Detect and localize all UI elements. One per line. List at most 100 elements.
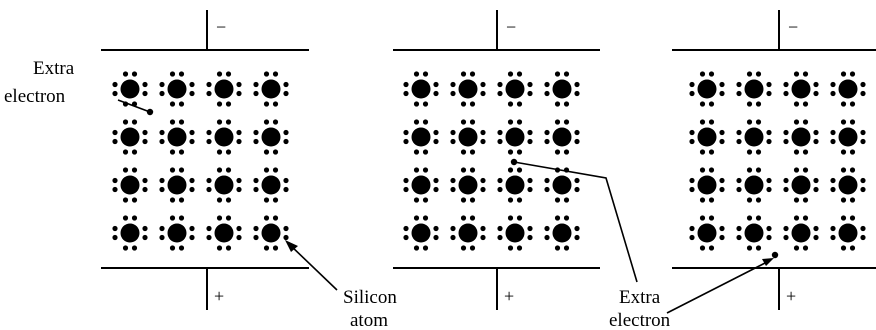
valence-electron: [226, 245, 231, 250]
silicon-atom: [215, 224, 234, 243]
valence-electron: [423, 119, 428, 124]
silicon-atom: [412, 80, 431, 99]
valence-electron: [142, 130, 147, 135]
valence-electron: [756, 215, 761, 220]
valence-electron: [461, 149, 466, 154]
valence-electron: [497, 91, 502, 96]
valence-electron: [461, 245, 466, 250]
valence-electron: [830, 235, 835, 240]
valence-electron: [470, 101, 475, 106]
valence-electron: [766, 130, 771, 135]
valence-electron: [170, 245, 175, 250]
valence-electron: [112, 91, 117, 96]
valence-electron: [264, 197, 269, 202]
valence-electron: [508, 167, 513, 172]
silicon-atom: [506, 128, 525, 147]
valence-electron: [283, 235, 288, 240]
valence-electron: [719, 226, 724, 231]
valence-electron: [423, 215, 428, 220]
valence-electron: [283, 187, 288, 192]
valence-electron: [747, 245, 752, 250]
valence-electron: [850, 215, 855, 220]
silicon-atom: [215, 128, 234, 147]
valence-electron: [206, 130, 211, 135]
valence-electron: [132, 167, 137, 172]
valence-electron: [527, 178, 532, 183]
valence-electron: [564, 245, 569, 250]
valence-electron: [236, 187, 241, 192]
silicon-atom: [459, 80, 478, 99]
valence-electron: [841, 245, 846, 250]
silicon-atom: [168, 128, 187, 147]
valence-electron: [736, 187, 741, 192]
valence-electron: [555, 71, 560, 76]
valence-electron: [470, 167, 475, 172]
valence-electron: [264, 101, 269, 106]
extra-electron-label-left: Extra electron: [4, 58, 79, 107]
valence-electron: [736, 130, 741, 135]
valence-electron: [112, 139, 117, 144]
valence-electron: [423, 167, 428, 172]
valence-electron: [841, 215, 846, 220]
valence-electron: [226, 119, 231, 124]
valence-electron: [217, 119, 222, 124]
silicon-atom: [553, 176, 572, 195]
silicon-atom: [745, 224, 764, 243]
valence-electron: [850, 197, 855, 202]
silicon-atom: [839, 176, 858, 195]
valence-electron: [461, 71, 466, 76]
valence-electron: [794, 245, 799, 250]
valence-electron: [527, 226, 532, 231]
valence-electron: [480, 139, 485, 144]
valence-electron: [517, 101, 522, 106]
valence-electron: [736, 178, 741, 183]
silicon-atom: [121, 128, 140, 147]
valence-electron: [766, 82, 771, 87]
valence-electron: [709, 197, 714, 202]
valence-electron: [273, 101, 278, 106]
valence-electron: [736, 139, 741, 144]
valence-electron: [803, 245, 808, 250]
valence-electron: [544, 235, 549, 240]
valence-electron: [283, 178, 288, 183]
valence-electron: [813, 226, 818, 231]
valence-electron: [508, 245, 513, 250]
valence-electron: [555, 149, 560, 154]
valence-electron: [517, 215, 522, 220]
valence-electron: [226, 215, 231, 220]
panel-2-lattice: [403, 71, 579, 250]
silicon-atom: [215, 80, 234, 99]
valence-electron: [414, 71, 419, 76]
valence-electron: [736, 226, 741, 231]
valence-electron: [450, 178, 455, 183]
valence-electron: [264, 149, 269, 154]
valence-electron: [217, 245, 222, 250]
valence-electron: [132, 197, 137, 202]
valence-electron: [860, 187, 865, 192]
valence-electron: [527, 130, 532, 135]
valence-electron: [709, 167, 714, 172]
valence-electron: [112, 130, 117, 135]
valence-electron: [756, 101, 761, 106]
valence-electron: [574, 139, 579, 144]
valence-electron: [709, 149, 714, 154]
valence-electron: [450, 139, 455, 144]
valence-electron: [273, 215, 278, 220]
valence-electron: [517, 119, 522, 124]
valence-electron: [264, 119, 269, 124]
valence-electron: [747, 167, 752, 172]
valence-electron: [226, 167, 231, 172]
valence-electron: [189, 187, 194, 192]
valence-electron: [841, 71, 846, 76]
valence-electron: [253, 235, 258, 240]
valence-electron: [226, 71, 231, 76]
valence-electron: [132, 215, 137, 220]
valence-electron: [226, 149, 231, 154]
valence-electron: [236, 139, 241, 144]
valence-electron: [756, 119, 761, 124]
valence-electron: [142, 178, 147, 183]
valence-electron: [470, 245, 475, 250]
valence-electron: [555, 119, 560, 124]
valence-electron: [283, 139, 288, 144]
valence-electron: [850, 101, 855, 106]
